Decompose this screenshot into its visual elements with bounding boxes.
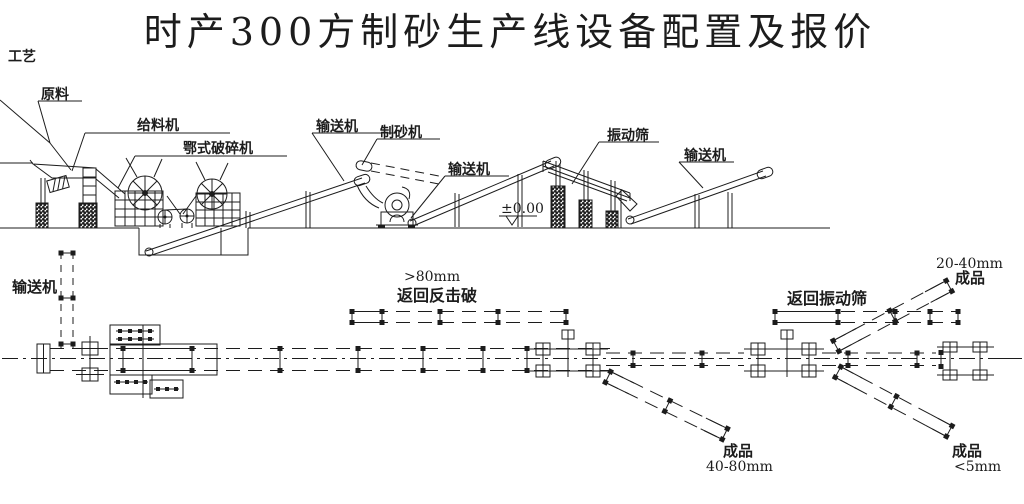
plan-view: 输送机 >80mm 返回反击破 返回振动筛 20-40mm 成品 成品 40-8… (2, 250, 1022, 475)
label-level-mark: ±0.00 (501, 201, 544, 217)
label-conveyor-2: 输送机 (448, 161, 490, 178)
sand-maker-machine (356, 184, 418, 228)
plan-product-conveyor-40-80 (602, 368, 731, 443)
page-title: 时产300方制砂生产线设备配置及报价 (144, 10, 877, 54)
callout-leader-lines (0, 99, 734, 226)
label-oversize: >80mm (404, 269, 460, 285)
label-product-40-80: 成品 (723, 442, 753, 460)
label-jaw-crusher: 鄂式破碎机 (183, 140, 253, 157)
label-return-screen: 返回振动筛 (787, 289, 867, 308)
label-feeder: 给料机 (137, 117, 179, 134)
plan-end-frame (937, 341, 994, 381)
drive-pulleys (157, 208, 195, 228)
plan-vertical-conveyor (58, 250, 76, 348)
label-raw-material: 原料 (41, 86, 69, 103)
plan-belt-lines (50, 348, 1022, 371)
label-product-20-40: 成品 (955, 269, 985, 287)
plan-product-conveyor-5 (831, 363, 956, 440)
conveyor-2 (407, 155, 563, 228)
label-plan-conveyor: 输送机 (12, 278, 57, 296)
elevation-view: 原料 给料机 鄂式破碎机 输送机 制砂机 输送机 ±0.00 振动筛 输送机 (0, 86, 830, 257)
plan-belt-joints (277, 346, 944, 373)
plan-return-conveyor-impact (349, 309, 569, 325)
plan-return-conveyor-screen (772, 309, 961, 325)
label-conveyor-3: 输送机 (684, 147, 726, 164)
conveyor-3 (625, 165, 775, 228)
plan-crusher-block (109, 324, 218, 399)
label-conveyor-1: 输送机 (316, 118, 358, 135)
ground-line (0, 162, 830, 256)
plan-roller-pair (76, 336, 104, 382)
jaw-crusher-2 (166, 161, 241, 227)
label-product-40-80-size: 40-80mm (706, 459, 773, 475)
label-sand-maker: 制砂机 (380, 124, 422, 141)
plan-tail-device (36, 343, 51, 374)
hidden-conveyor (354, 159, 445, 186)
feeder-machine (29, 159, 126, 229)
label-product-5: 成品 (952, 442, 982, 460)
vibrating-screen-machine (542, 160, 638, 229)
process-label: 工艺 (8, 48, 36, 65)
level-triangle-icon (505, 215, 519, 226)
label-product-20-40-size: 20-40mm (936, 256, 1003, 272)
plan-screen-2 (744, 329, 824, 378)
label-return-impact: 返回反击破 (397, 286, 477, 305)
label-product-5-size: <5mm (954, 459, 1001, 475)
conveyor-1 (144, 172, 372, 257)
plan-screen-1 (528, 329, 608, 378)
vibrator-box (46, 174, 70, 194)
jaw-crusher-1 (114, 157, 164, 227)
label-vibrating-screen: 振动筛 (607, 127, 649, 144)
plan-product-conveyor-20-40 (829, 277, 956, 355)
